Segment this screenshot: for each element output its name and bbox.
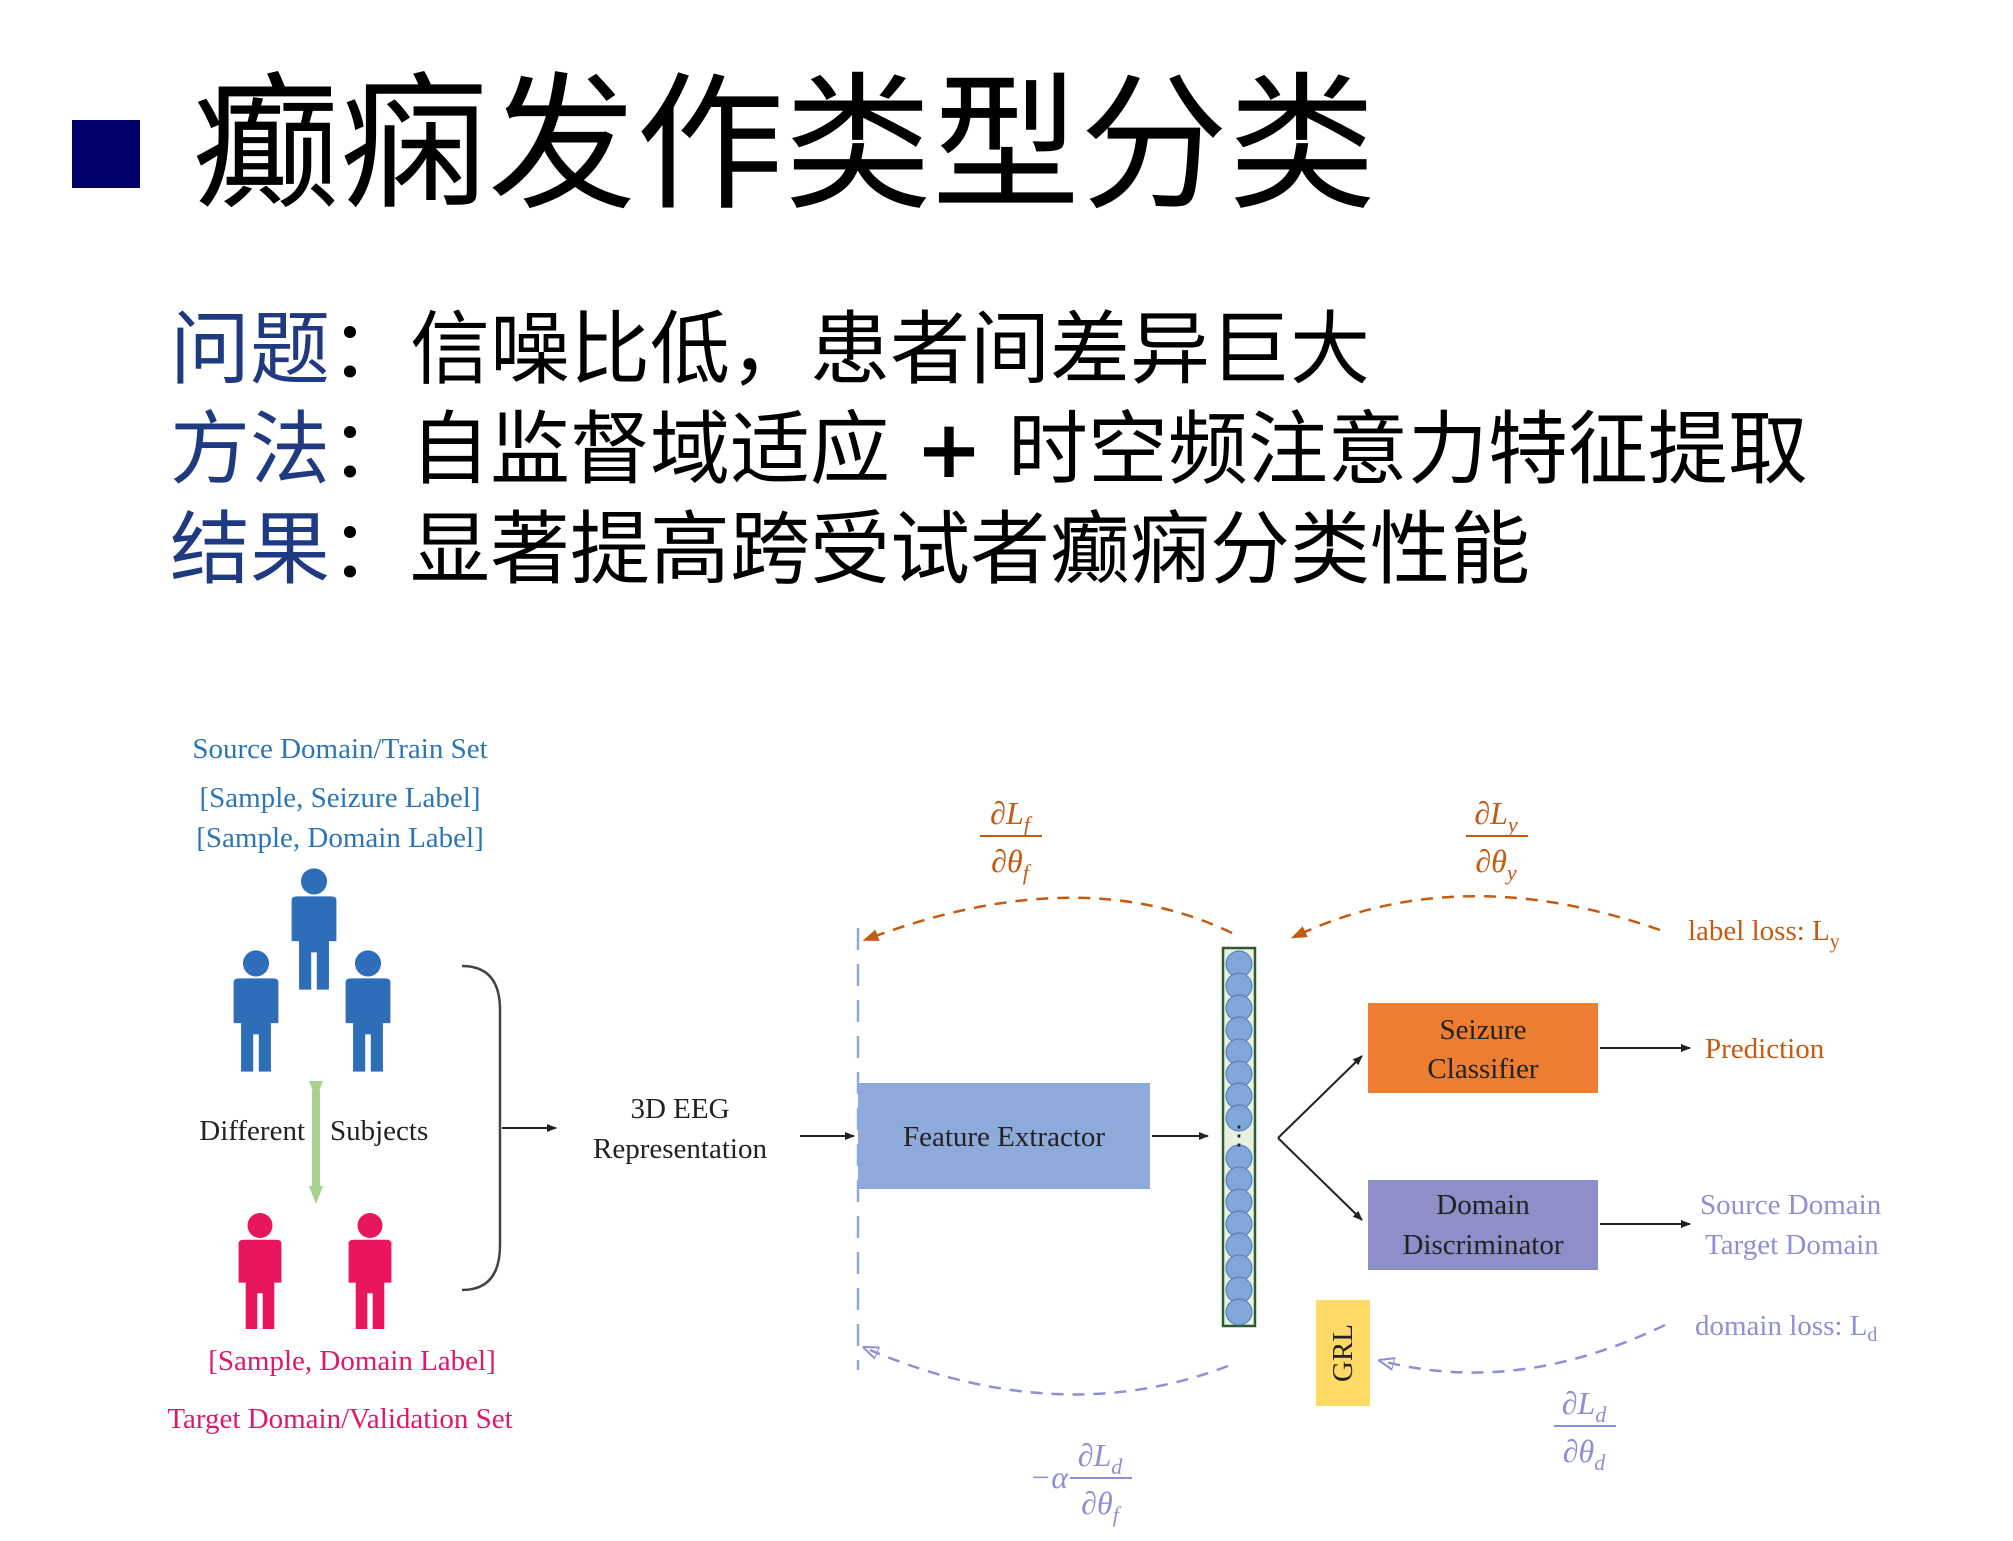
- person-icon: [345, 950, 391, 1072]
- different-label: Different: [199, 1115, 305, 1147]
- domain-label-2: Discriminator: [1402, 1229, 1563, 1261]
- label-loss-arrow: [1290, 895, 1661, 939]
- target-sample-domain: [Sample, Domain Label]: [208, 1345, 496, 1377]
- target-domain-output: Target Domain: [1705, 1229, 1879, 1261]
- nodes-ellipsis: ⋮: [1226, 1121, 1252, 1150]
- point-value-a: 自监督域适应: [410, 403, 890, 496]
- prediction-label: Prediction: [1705, 1033, 1825, 1065]
- svg-text:∂Lf: ∂Lf: [990, 795, 1033, 837]
- svg-text:∂Ld: ∂Ld: [1562, 1385, 1608, 1427]
- point-key: 问题: [170, 303, 330, 396]
- source-sample-domain: [Sample, Domain Label]: [196, 822, 484, 854]
- page-title: 癫痫发作类型分类: [192, 59, 1376, 231]
- point-plus: +: [915, 403, 983, 496]
- point-problem: 问题：信噪比低，患者间差异巨大: [170, 300, 1370, 400]
- source-title: Source Domain/Train Set: [192, 733, 487, 765]
- domain-loss-label: domain loss: Ld: [1695, 1310, 1877, 1346]
- domain-discriminator-box: [1368, 1180, 1598, 1270]
- grl-box: [1316, 1300, 1370, 1406]
- source-domain-output: Source Domain: [1700, 1189, 1882, 1221]
- feature-node: [1225, 1104, 1253, 1132]
- feature-grad-arrow: [862, 896, 1233, 941]
- feature-node: [1225, 1298, 1253, 1326]
- domain-loss-arrow: [1386, 1323, 1666, 1374]
- seizure-classifier-box: [1368, 1003, 1598, 1093]
- svg-text:∂Ly: ∂Ly: [1474, 795, 1518, 837]
- point-value: 显著提高跨受试者癫痫分类性能: [410, 503, 1530, 596]
- source-sample-seizure: [Sample, Seizure Label]: [199, 782, 480, 814]
- target-subjects: [238, 1213, 392, 1329]
- arrow-to-seizure: [1277, 1055, 1363, 1139]
- label-loss-label: label loss: Ly: [1688, 915, 1840, 953]
- feature-nodes: [1225, 950, 1253, 1326]
- formula-neg-alpha-dLd-dthetaf: −α ∂Ld ∂θf: [1030, 1437, 1132, 1527]
- arrow-to-domain: [1277, 1137, 1363, 1221]
- formula-dLy-dthetay: ∂Ly ∂θy: [1466, 795, 1528, 885]
- point-method: 方法：自监督域适应 + 时空频注意力特征提取: [170, 400, 1808, 500]
- formula-dLd-dthetad: ∂Ld ∂θd: [1554, 1385, 1616, 1475]
- point-key: 结果: [170, 503, 330, 596]
- point-key: 方法: [170, 403, 330, 496]
- svg-text:∂θf: ∂θf: [1081, 1485, 1122, 1527]
- target-title: Target Domain/Validation Set: [167, 1403, 512, 1435]
- feature-extractor-label: Feature Extractor: [903, 1121, 1105, 1153]
- feature-extractor-box: [858, 1083, 1150, 1189]
- svg-text:∂Ld: ∂Ld: [1078, 1437, 1124, 1479]
- source-subjects: [233, 868, 391, 1072]
- eeg-label-2: Representation: [593, 1133, 767, 1165]
- point-result: 结果：显著提高跨受试者癫痫分类性能: [170, 500, 1530, 600]
- svg-text:∂θf: ∂θf: [991, 843, 1032, 885]
- person-icon: [238, 1213, 282, 1329]
- person-icon: [233, 950, 279, 1072]
- svg-text:−α: −α: [1030, 1459, 1070, 1495]
- svg-text:∂θy: ∂θy: [1475, 843, 1517, 885]
- grl-label: GRL: [1327, 1324, 1359, 1382]
- eeg-label-1: 3D EEG: [630, 1093, 729, 1125]
- svg-text:∂θd: ∂θd: [1563, 1433, 1607, 1475]
- point-colon: ：: [330, 503, 410, 596]
- point-colon: ：: [330, 403, 410, 496]
- person-icon: [348, 1213, 392, 1329]
- seizure-label-1: Seizure: [1440, 1014, 1527, 1046]
- seizure-label-2: Classifier: [1427, 1053, 1538, 1085]
- square-bullet-icon: [72, 120, 140, 188]
- person-icon: [291, 868, 337, 990]
- formula-dLf-dthetaf: ∂Lf ∂θf: [980, 795, 1042, 885]
- reversed-grad-arrow: [870, 1350, 1229, 1396]
- point-colon: ：: [330, 303, 410, 396]
- point-value-b: 时空频注意力特征提取: [1007, 403, 1808, 496]
- brace: [461, 964, 502, 1292]
- point-value: 信噪比低，患者间差异巨大: [410, 303, 1370, 396]
- subjects-label: Subjects: [330, 1115, 428, 1147]
- domain-label-1: Domain: [1436, 1189, 1530, 1221]
